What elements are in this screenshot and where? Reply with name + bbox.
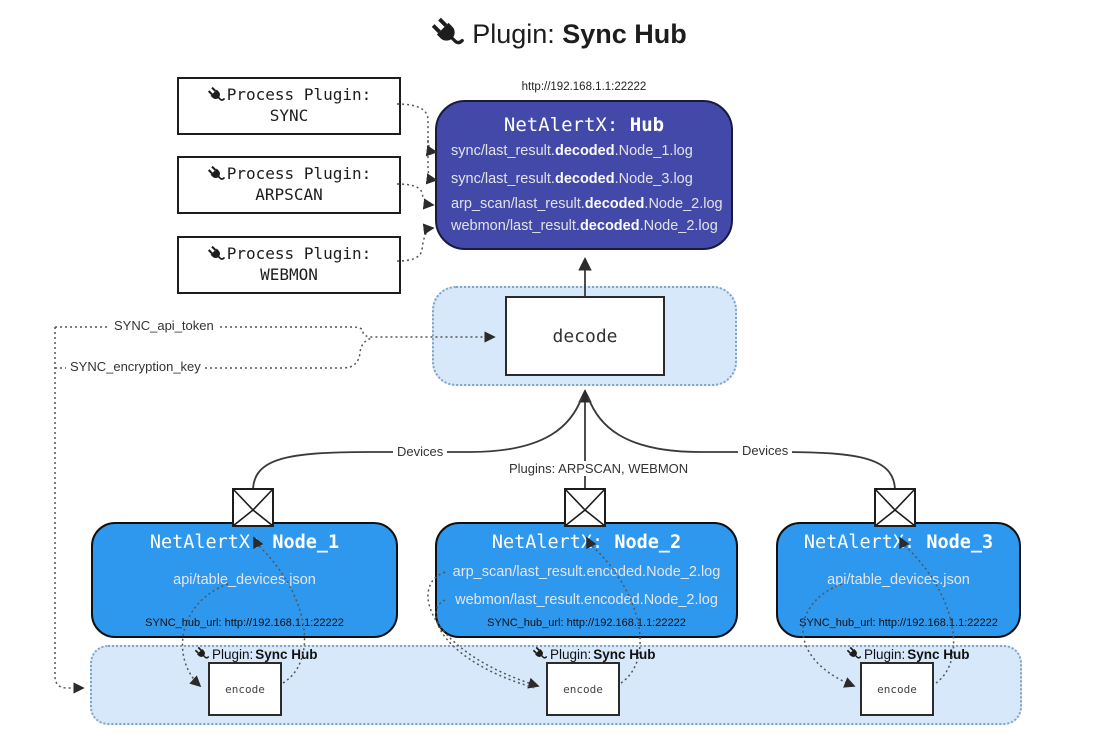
process-plugin-header: Process Plugin: (207, 244, 372, 264)
log-bold: decoded (554, 171, 615, 187)
page-title: Plugin: Sync Hub (472, 19, 687, 50)
log-bold: decoded (579, 218, 640, 234)
log-pre: sync/last_result. (451, 143, 555, 159)
process-plugin-label: Process Plugin: (226, 85, 372, 104)
node-title: NetAlertX: Node_3 (778, 532, 1019, 553)
encode-box: encode (546, 662, 620, 716)
node-file: arp_scan/last_result.encoded.Node_2.log (452, 564, 721, 580)
process-plugin-box-sync: Process Plugin: SYNC (177, 77, 401, 135)
diagram-title: Plugin: Sync Hub (0, 16, 1117, 52)
envelope-icon (564, 488, 606, 527)
decode-box: decode (505, 296, 665, 376)
plugins-label: Plugins: ARPSCAN, WEBMON (505, 461, 693, 476)
log-pre: webmon/last_result. (451, 218, 580, 234)
node-file: api/table_devices.json (827, 572, 970, 588)
node-title-prefix: NetAlertX: (149, 532, 273, 553)
plug-icon (430, 16, 466, 52)
title-bold: Sync Hub (562, 18, 687, 49)
process-plugin-name: WEBMON (260, 265, 318, 284)
node-title-bold: Node_2 (614, 532, 682, 553)
node-title: NetAlertX: Node_2 (437, 532, 736, 553)
plug-icon (207, 245, 226, 264)
hub-title-prefix: NetAlertX: (503, 114, 630, 136)
node-box-node2: NetAlertX: Node_2 arp_scan/last_result.e… (435, 522, 738, 638)
process-plugin-name: ARPSCAN (255, 185, 323, 204)
edge-encryption-key-to-band (54, 327, 85, 694)
node-file: api/table_devices.json (173, 572, 316, 588)
log-post: .Node_2.log (644, 196, 723, 212)
process-plugin-box-webmon: Process Plugin: WEBMON (177, 236, 401, 294)
process-plugin-name: SYNC (269, 106, 309, 125)
hub-box: NetAlertX: Hub sync/last_result.decoded.… (435, 100, 733, 250)
process-plugin-box-arpscan: Process Plugin: ARPSCAN (177, 156, 401, 214)
process-plugin-label: Process Plugin: (226, 244, 372, 263)
node-box-node1: NetAlertX: Node_1 api/table_devices.json… (91, 522, 398, 638)
plug-icon (846, 646, 862, 662)
encoder-label-prefix: Plugin: (212, 646, 254, 662)
encoder-label-prefix: Plugin: (864, 646, 906, 662)
hub-url: http://192.168.1.1:22222 (521, 81, 647, 93)
log-pre: arp_scan/last_result. (451, 196, 585, 212)
node-title-bold: Node_3 (926, 532, 994, 553)
hub-title-bold: Hub (629, 114, 665, 136)
log-pre: sync/last_result. (451, 171, 555, 187)
node-hub-url: SYNC_hub_url: http://192.168.1.1:22222 (799, 617, 998, 629)
edge-webmon-to-hub-log3 (396, 223, 435, 262)
plug-icon (194, 646, 210, 662)
encoder-label-bold: Sync Hub (255, 646, 318, 662)
node-hub-url: SYNC_hub_url: http://192.168.1.1:22222 (487, 617, 686, 629)
devices-label-left: Devices (393, 444, 448, 459)
encode-box: encode (208, 662, 282, 716)
title-prefix: Plugin: (472, 18, 555, 49)
encoder-label: Plugin: Sync Hub (194, 645, 318, 663)
node-title-prefix: NetAlertX: (803, 532, 927, 553)
log-post: .Node_2.log (639, 218, 718, 234)
log-bold: decoded (554, 143, 615, 159)
edge-sync-to-hub-log1 (396, 103, 438, 185)
encoder-label-bold: Sync Hub (907, 646, 970, 662)
devices-label-right: Devices (738, 443, 793, 458)
process-plugin-header: Process Plugin: (207, 85, 372, 105)
plug-icon (207, 86, 226, 105)
log-bold: decoded (584, 196, 645, 212)
node-box-node3: NetAlertX: Node_3 api/table_devices.json… (776, 522, 1021, 638)
node-hub-url: SYNC_hub_url: http://192.168.1.1:22222 (145, 617, 344, 629)
encode-box: encode (860, 662, 934, 716)
envelope-icon (232, 488, 274, 527)
sync-encryption-key-label: SYNC_encryption_key (66, 359, 205, 374)
log-post: .Node_1.log (614, 143, 693, 159)
hub-log-line: webmon/last_result.decoded.Node_2.log (451, 218, 718, 234)
process-plugin-label: Process Plugin: (226, 164, 372, 183)
hub-log-line: arp_scan/last_result.decoded.Node_2.log (451, 196, 723, 212)
hub-log-line: sync/last_result.decoded.Node_3.log (451, 171, 693, 187)
log-post: .Node_3.log (614, 171, 693, 187)
plug-icon (207, 165, 226, 184)
encoder-label-bold: Sync Hub (593, 646, 656, 662)
envelope-icon (874, 488, 916, 527)
encoder-label-prefix: Plugin: (550, 646, 592, 662)
hub-log-line: sync/last_result.decoded.Node_1.log (451, 143, 693, 159)
plug-icon (532, 646, 548, 662)
sync-api-token-label: SYNC_api_token (110, 318, 218, 333)
process-plugin-header: Process Plugin: (207, 164, 372, 184)
encoder-label: Plugin: Sync Hub (846, 645, 970, 663)
hub-title: NetAlertX: Hub (437, 114, 731, 136)
edge-arpscan-to-hub-log2 (396, 183, 435, 210)
node-title-bold: Node_1 (272, 532, 340, 553)
node-title-prefix: NetAlertX: (491, 532, 615, 553)
node-file: webmon/last_result.encoded.Node_2.log (455, 592, 718, 608)
encoder-label: Plugin: Sync Hub (532, 645, 656, 663)
node-title: NetAlertX: Node_1 (93, 532, 396, 553)
